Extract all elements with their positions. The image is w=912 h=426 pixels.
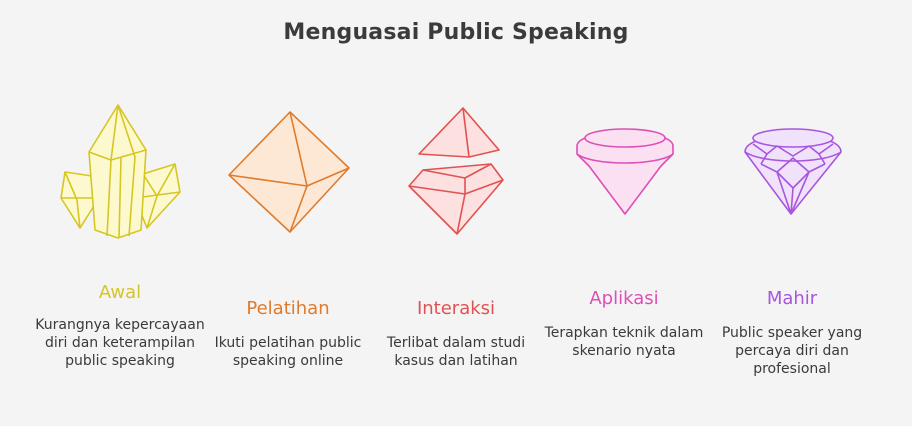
stage-description-mahir: Public speaker yang percaya diri dan pro… (721, 325, 863, 377)
octahedron-gem-icon (228, 111, 350, 233)
stage-interaksi: Interaksi Terlibat dalam studi kasus dan… (371, 0, 541, 426)
stage-pelatihan: Pelatihan Ikuti pelatihan public speakin… (203, 0, 373, 426)
stage-description-awal: Kurangnya kepercayaan diri dan keterampi… (35, 317, 205, 369)
stage-description-interaksi: Terlibat dalam studi kasus dan latihan (386, 335, 526, 369)
stage-label-awal: Awal (98, 282, 142, 303)
stage-aplikasi: Aplikasi Terapkan teknik dalam skenario … (539, 0, 709, 426)
crystal-cluster-icon (60, 104, 181, 239)
stage-description-pelatihan: Ikuti pelatihan public speaking online (214, 335, 362, 369)
stage-mahir: Mahir Public speaker yang percaya diri d… (707, 0, 877, 426)
diagram-title: Menguasai Public Speaking (283, 20, 629, 45)
stage-label-aplikasi: Aplikasi (589, 288, 659, 309)
diamond-icon (744, 128, 842, 215)
stage-label-mahir: Mahir (766, 288, 818, 309)
stage-description-aplikasi: Terapkan teknik dalam skenario nyata (544, 325, 704, 359)
split-gem-icon (408, 107, 504, 235)
cut-gem-icon (576, 128, 674, 215)
stage-label-interaksi: Interaksi (416, 298, 496, 319)
stage-awal: Awal Kurangnya kepercayaan diri dan kete… (35, 0, 205, 426)
stage-label-pelatihan: Pelatihan (246, 298, 330, 319)
